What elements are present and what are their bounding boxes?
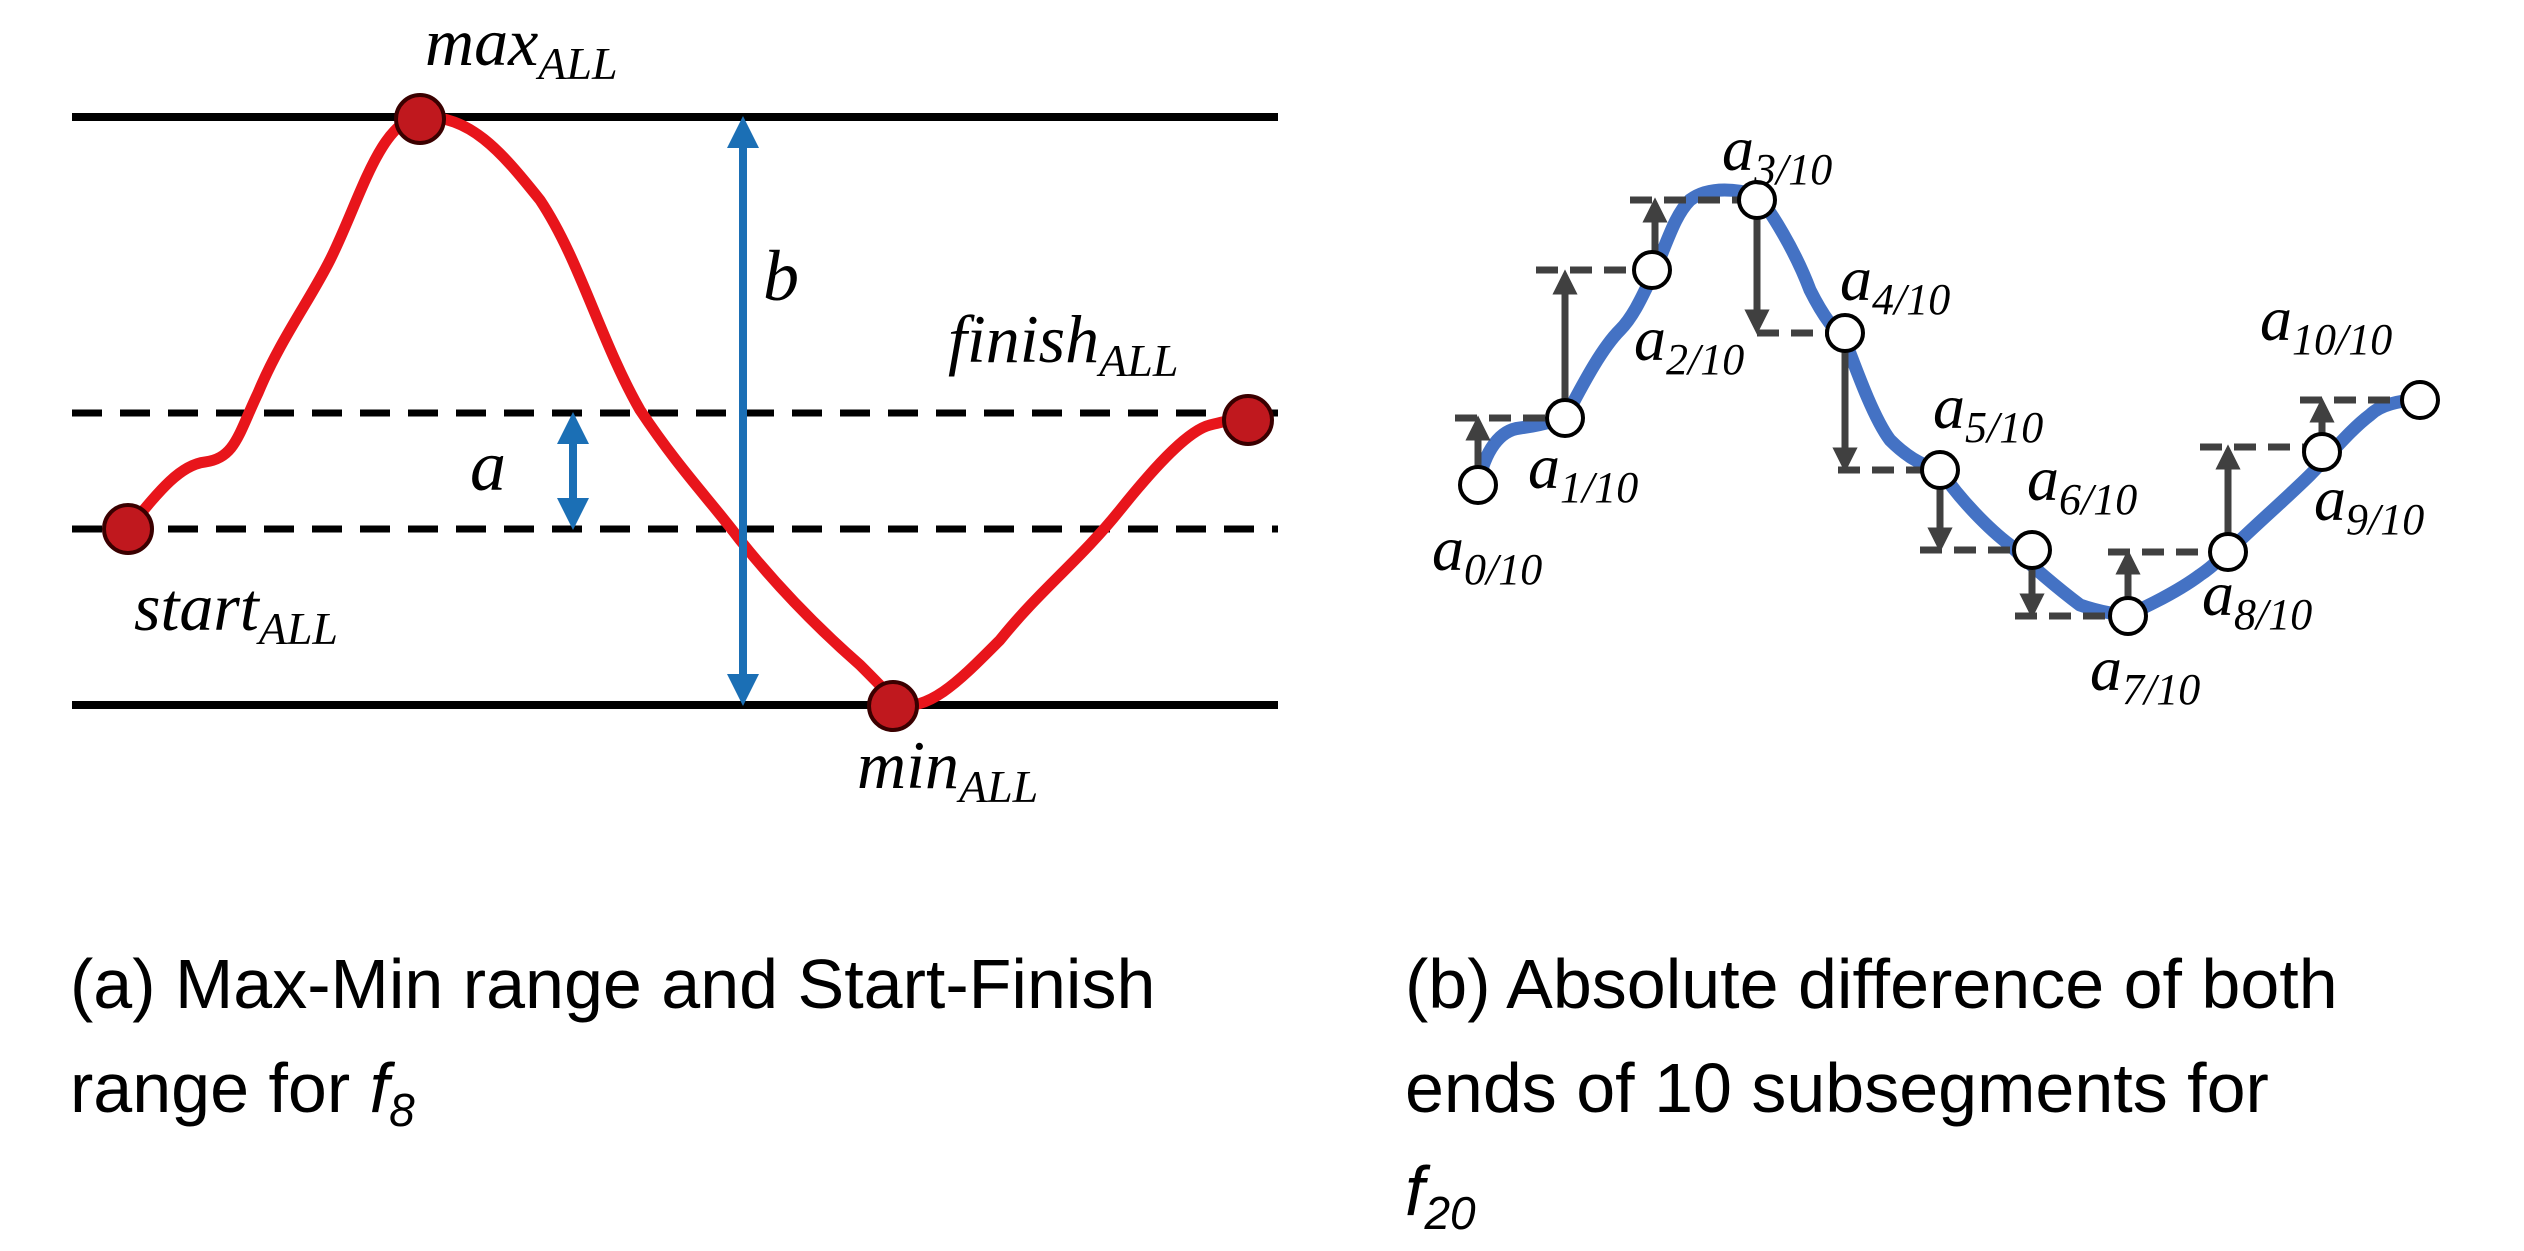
point-a5: [1920, 450, 1960, 490]
panel-b: a0/10 a1/10 a2/10 a3/10 a4/10 a5/10 a6/1…: [1405, 113, 2440, 1239]
max-point: [394, 93, 446, 145]
caption-b-line1: (b) Absolute difference of both: [1405, 945, 2338, 1023]
sample-points: [1458, 180, 2440, 636]
label-a6: a6/10: [2027, 443, 2137, 524]
b-label: b: [763, 236, 799, 316]
label-a8: a8/10: [2202, 558, 2312, 639]
label-a7: a7/10: [2090, 633, 2200, 714]
start-label: startALL: [134, 569, 338, 654]
caption-b-line2: ends of 10 subsegments for: [1405, 1049, 2269, 1127]
point-a4: [1825, 313, 1865, 353]
a-label: a: [470, 426, 506, 506]
max-label: maxALL: [425, 4, 618, 89]
label-a0: a0/10: [1432, 513, 1542, 594]
label-a5: a5/10: [1933, 371, 2043, 452]
caption-a-line2: range for f8: [70, 1049, 415, 1136]
point-a1: [1545, 398, 1585, 438]
label-a2: a2/10: [1634, 303, 1744, 384]
finish-point: [1222, 394, 1274, 446]
point-a8: [2208, 532, 2248, 572]
panel-a: maxALL minALL startALL finishALL a b (a)…: [70, 4, 1278, 1136]
caption-b-line3: f20: [1405, 1152, 1476, 1239]
point-a2: [1632, 250, 1672, 290]
label-a3: a3/10: [1722, 113, 1832, 194]
caption-a-line1: (a) Max-Min range and Start-Finish: [70, 945, 1155, 1023]
min-point: [867, 680, 919, 732]
start-point: [102, 503, 154, 555]
point-a7: [2108, 596, 2148, 636]
min-label: minALL: [857, 727, 1038, 812]
finish-label: finishALL: [948, 301, 1178, 386]
point-a9: [2302, 432, 2342, 472]
label-a9: a9/10: [2314, 463, 2424, 544]
point-a3: [1737, 180, 1777, 220]
label-a10: a10/10: [2260, 283, 2392, 364]
label-a1: a1/10: [1528, 431, 1638, 512]
label-a4: a4/10: [1840, 243, 1950, 324]
point-a10: [2400, 380, 2440, 420]
series-curve-a: [122, 111, 1254, 712]
point-a6: [2012, 530, 2052, 570]
point-a0: [1458, 465, 1498, 505]
